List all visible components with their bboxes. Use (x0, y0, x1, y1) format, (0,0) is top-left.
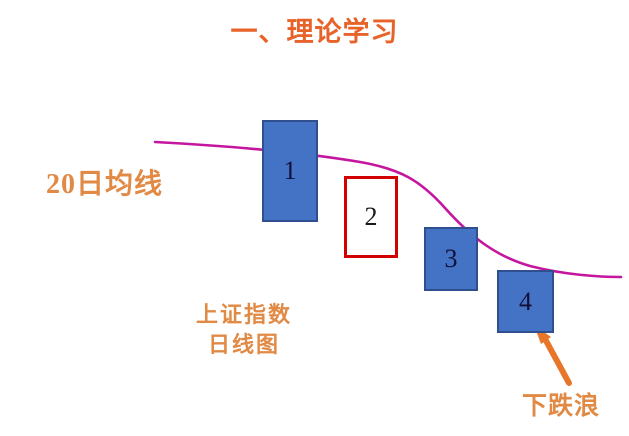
index-name-line-2: 日线图 (208, 331, 281, 357)
candlestick-1: 1 (262, 120, 318, 222)
candlestick-3: 3 (424, 227, 478, 291)
index-name-label: 上证指数 日线图 (196, 300, 292, 359)
candlestick-4-label: 4 (519, 286, 532, 316)
index-name-line-1: 上证指数 (196, 302, 293, 327)
candlestick-3-label: 3 (444, 244, 458, 273)
candlestick-2-label: 2 (364, 202, 378, 231)
candlestick-1-label: 1 (283, 156, 297, 185)
moving-average-label: 20日均线 (46, 169, 164, 200)
down-wave-label: 下跌浪 (522, 393, 601, 420)
page-title: 一、理论学习 (230, 17, 399, 47)
pointer-arrow (534, 325, 572, 386)
candlestick-4: 4 (497, 270, 554, 333)
candlestick-2: 2 (344, 176, 398, 258)
